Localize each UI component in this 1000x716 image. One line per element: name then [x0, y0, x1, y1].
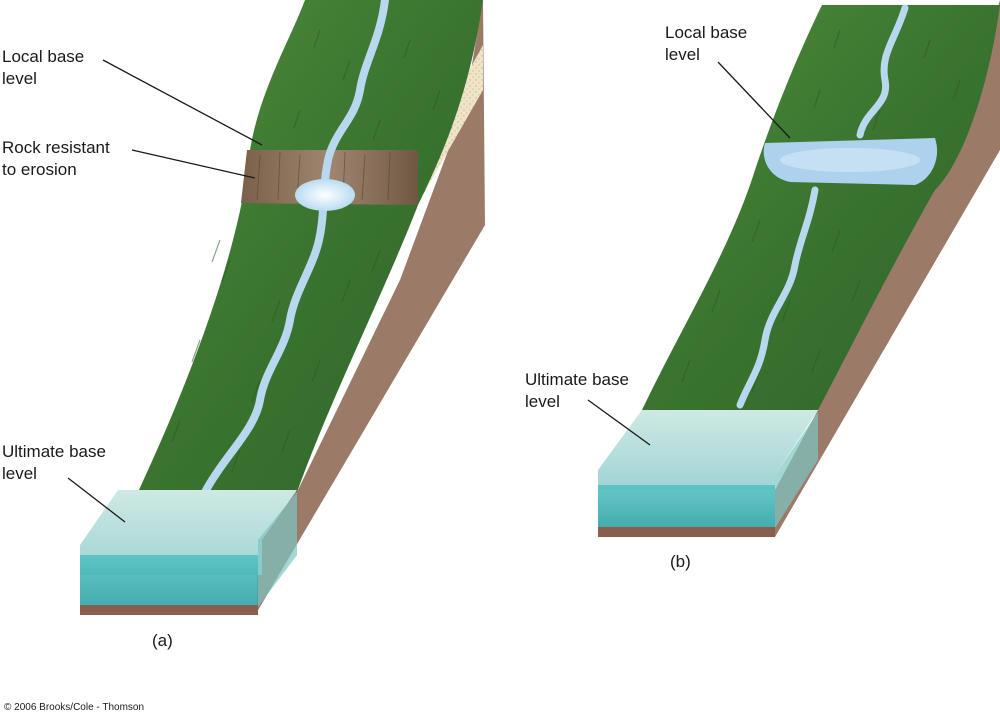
grass-texture-b: [681, 29, 961, 393]
grass-texture-a: [171, 29, 441, 473]
river-b: [736, 4, 909, 409]
sea-base-b: [598, 527, 775, 537]
label-ultimate-base-level-a: Ultimate base level: [2, 442, 106, 483]
sea-side-a: [258, 492, 297, 607]
label-rock-resistant-a: Rock resistant to erosion: [2, 138, 110, 179]
rock-band-a: [241, 150, 418, 205]
copyright-text: © 2006 Brooks/Cole - Thomson: [4, 702, 145, 713]
sea-side-b: [775, 412, 818, 528]
leader-ultimate-a: [67, 477, 126, 523]
grass-surface-b: [642, 5, 1000, 410]
leader-local-b: [717, 61, 791, 139]
caption-b: (b): [670, 552, 691, 571]
grass-surface-a: [138, 0, 483, 492]
label-local-base-level-b: Local base level: [665, 23, 748, 64]
sea-top-a: [80, 490, 297, 575]
figure-b-block: [587, 0, 1000, 537]
sea-base-a: [80, 605, 258, 615]
sea-front-a: [80, 555, 258, 607]
leader-ultimate-b: [587, 399, 651, 446]
caption-a: (a): [152, 631, 173, 650]
sea-top-b: [598, 410, 818, 490]
figure-a-block: [67, 0, 485, 615]
river-a: [201, 0, 389, 496]
sea-front-b: [598, 485, 775, 528]
waterfall-splash-a: [295, 179, 355, 211]
label-local-base-level-a: Local base level: [2, 47, 85, 88]
leader-rock-a: [131, 149, 256, 179]
soil-side-a: [257, 0, 485, 612]
leader-local-a: [102, 59, 263, 146]
label-ultimate-base-level-b: Ultimate base level: [525, 370, 629, 411]
